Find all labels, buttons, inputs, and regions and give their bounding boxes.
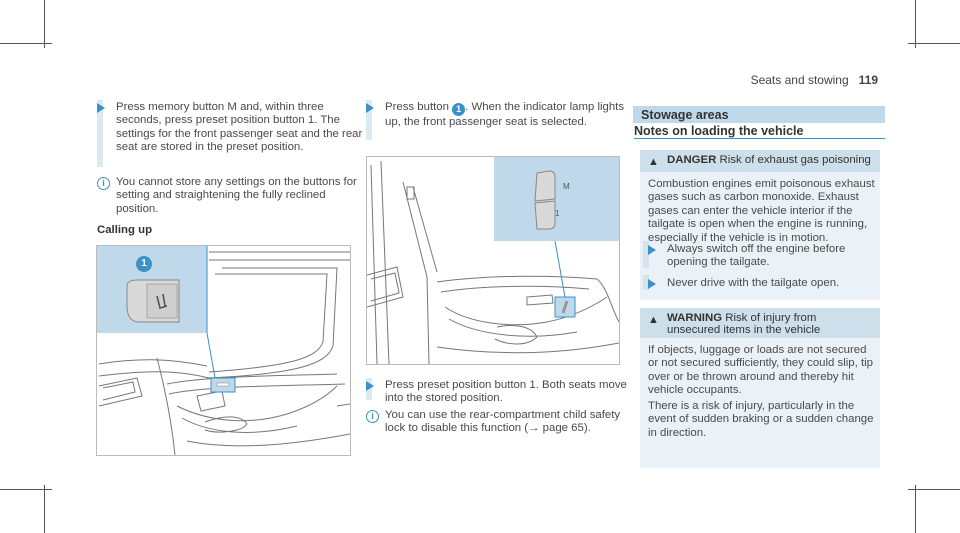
danger-body: Combustion engines emit poisonous exhaus… — [648, 178, 875, 244]
heading-rule — [634, 138, 885, 139]
danger-header: ▲ DANGER Risk of exhaust gas poisoning — [640, 150, 880, 172]
instruction-step: Never drive with the tailgate open. — [648, 277, 877, 290]
warning-body: If objects, luggage or loads are not sec… — [648, 344, 873, 397]
crop-mark — [915, 0, 916, 48]
warning-title-line: WARNING Risk of injury from unsecured it… — [667, 312, 872, 336]
figure-door-buttons: M 1 — [366, 156, 620, 365]
crop-mark — [44, 0, 45, 48]
preset-button-label: 1 — [555, 209, 560, 218]
button-callout-badge: 1 — [452, 103, 466, 116]
figure-callout-badge: 1 — [136, 256, 152, 272]
danger-title: Risk of exhaust gas poisoning — [719, 154, 871, 166]
step-arrow-icon — [648, 245, 656, 255]
info-note: i You can use the rear-compartment child… — [366, 409, 625, 436]
step-arrow-icon — [366, 381, 374, 391]
subheading: Notes on loading the vehicle — [634, 124, 804, 138]
memory-button-label: M — [563, 182, 570, 191]
figure-door-panel: 1 — [96, 245, 351, 456]
instruction-step: Press preset position button 1. Both sea… — [366, 379, 637, 406]
info-icon: i — [366, 410, 379, 423]
step-text: . When the indicator lamp lights up, the… — [385, 101, 625, 128]
instruction-step: Press memory button M and, within three … — [97, 101, 370, 155]
info-note: i You cannot store any settings on the b… — [97, 176, 370, 216]
step-arrow-icon — [97, 103, 105, 113]
danger-box: ▲ DANGER Risk of exhaust gas poisoning C… — [640, 150, 880, 300]
warning-body: There is a risk of injury, particularly … — [648, 400, 874, 439]
warning-label: WARNING — [667, 312, 723, 324]
crop-mark — [908, 489, 960, 490]
warning-header: ▲ WARNING Risk of injury from unsecured … — [640, 308, 880, 338]
step-text: Press memory button M and, within three … — [116, 101, 363, 154]
door-illustration — [97, 246, 350, 455]
danger-title-line: DANGER Risk of exhaust gas poisoning — [667, 154, 871, 166]
step-text: Press button — [385, 101, 449, 113]
subheading: Calling up — [97, 224, 153, 236]
crop-mark — [0, 43, 52, 44]
step-bar — [643, 275, 649, 290]
section-title: Stowage areas — [641, 108, 729, 122]
section-name: Seats and stowing — [750, 73, 849, 87]
step-text: Always switch off the engine before open… — [667, 243, 846, 269]
info-icon: i — [97, 177, 110, 190]
step-arrow-icon — [366, 103, 374, 113]
step-text: Press preset position button 1. Both sea… — [385, 379, 627, 405]
step-bar — [643, 241, 649, 268]
step-arrow-icon — [648, 279, 656, 289]
note-text: You can use the rear-compartment child s… — [385, 409, 621, 435]
section-title-bar: Stowage areas — [633, 106, 885, 123]
danger-label: DANGER — [667, 154, 717, 166]
warning-triangle-icon: ▲ — [648, 156, 659, 168]
note-text: You cannot store any settings on the but… — [116, 176, 357, 215]
warning-box: ▲ WARNING Risk of injury from unsecured … — [640, 308, 880, 468]
warning-triangle-icon: ▲ — [648, 314, 659, 326]
warning-title: Risk of injury from unsecured items in t… — [667, 312, 821, 336]
instruction-step: Press button 1. When the indicator lamp … — [366, 101, 637, 129]
crop-mark — [908, 43, 960, 44]
running-header: Seats and stowing 119 — [751, 73, 878, 87]
page-number: 119 — [858, 73, 878, 87]
step-bar — [366, 100, 372, 140]
step-bar — [97, 100, 103, 167]
step-text: Never drive with the tailgate open. — [667, 277, 840, 289]
instruction-step: Always switch off the engine before open… — [648, 243, 877, 270]
crop-mark — [0, 489, 52, 490]
crop-mark — [915, 485, 916, 533]
door-illustration — [367, 157, 619, 364]
crop-mark — [44, 485, 45, 533]
